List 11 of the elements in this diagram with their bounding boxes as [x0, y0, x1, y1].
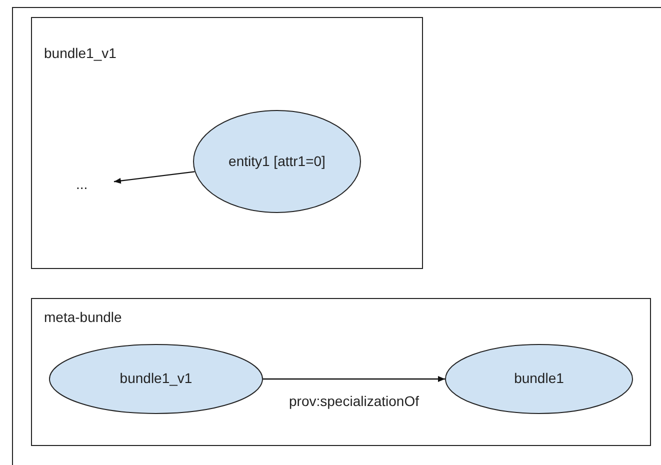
node-label: bundle1_v1 — [120, 370, 192, 388]
bundle-title: bundle1_v1 — [44, 45, 116, 61]
ellipsis-text: ... — [76, 176, 88, 192]
bundle-frame — [31, 17, 423, 269]
arrow — [114, 171, 195, 184]
node-label: entity1 [attr1=0] — [228, 152, 326, 170]
bundle-frame — [31, 298, 651, 446]
edge-label: prov:specializationOf — [287, 393, 421, 409]
node-label: bundle1 — [514, 370, 564, 388]
arrow — [263, 376, 445, 382]
bundle-title: meta-bundle — [44, 309, 122, 325]
